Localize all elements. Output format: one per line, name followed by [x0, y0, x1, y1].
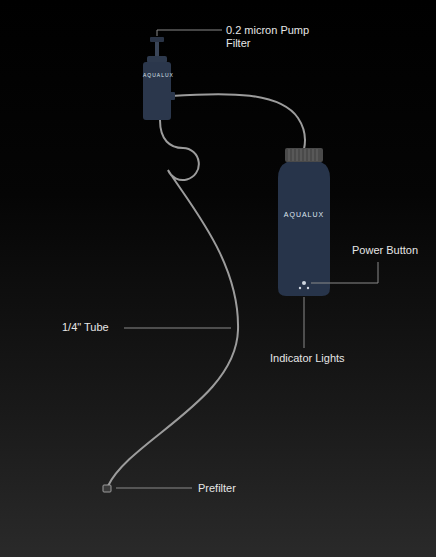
indicator-light	[307, 287, 309, 289]
pump-stem	[155, 42, 159, 57]
leader-lines	[116, 30, 378, 488]
pump-handle	[150, 37, 164, 42]
pump-outlet	[169, 92, 175, 100]
brand-text: AQUALUX	[278, 210, 330, 219]
callout-label: Power Button	[352, 244, 418, 257]
callout-label: 0.2 micron Pump Filter	[226, 24, 316, 50]
callout-label: Indicator Lights	[270, 352, 345, 365]
callout-label: Prefilter	[198, 482, 236, 495]
brand-text: AQUALUX	[143, 72, 171, 79]
power-button	[302, 281, 306, 285]
callout-label: 1/4" Tube	[62, 321, 109, 334]
pump-body	[143, 62, 171, 120]
pump-cap	[147, 56, 167, 63]
prefilter-part	[103, 485, 111, 492]
bottle-body	[278, 162, 330, 296]
cap-ridges	[289, 149, 317, 161]
bottle-cap	[285, 148, 323, 162]
intake-tube	[108, 120, 238, 486]
indicator-light	[299, 287, 301, 289]
outlet-tube	[171, 94, 305, 149]
